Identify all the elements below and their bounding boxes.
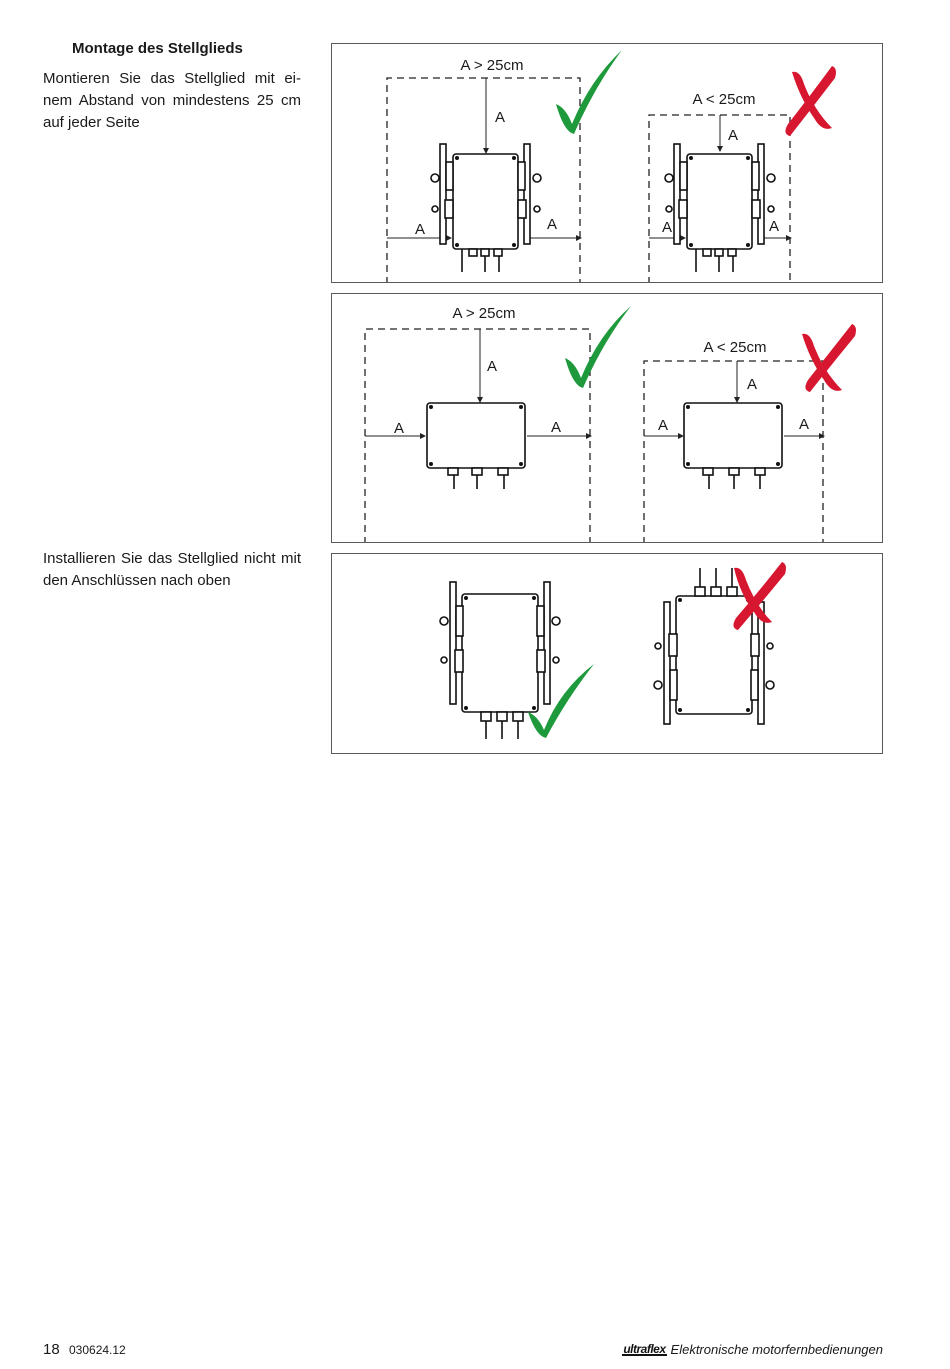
diagram-horizontal-spacing: A > 25cm A A A A < 25cm A (364, 305, 856, 542)
actuator-horizontal-ok (426, 402, 526, 489)
actuator-horizontal-bad (683, 402, 783, 489)
cross-icon (802, 324, 856, 392)
diagram-vertical-spacing: A > 25cm A A A (386, 50, 836, 282)
brand-logo: ultraflex (622, 1341, 667, 1356)
check-icon (556, 50, 622, 134)
label-a-right-bad-h: A (799, 416, 809, 433)
clearance-frame-bad (648, 114, 791, 282)
label-a-left-bad: A (662, 219, 672, 236)
label-a-top-bad: A (728, 127, 738, 144)
brand-tagline: Elektronische motorfernbedienungen (670, 1342, 883, 1357)
actuator-vertical-bad (664, 143, 776, 272)
cross-icon (785, 66, 836, 136)
cross-icon (733, 562, 786, 630)
label-a-top: A (495, 109, 505, 126)
label-a-right-bad: A (769, 218, 779, 235)
actuator-vertical-ok (430, 143, 542, 272)
section-heading: Montage des Stellglieds (72, 40, 243, 57)
instruction-spacing: Montieren Sie das Stellglied mit ei-nem … (43, 70, 301, 131)
check-icon (528, 664, 594, 738)
label-a-right-h: A (551, 419, 561, 436)
label-bad: A < 25cm (693, 91, 756, 108)
label-a-left-h: A (394, 420, 404, 437)
diagram-panel-vertical-spacing: A > 25cm A A A (331, 43, 883, 283)
actuator-wrong-orientation (653, 568, 775, 725)
clearance-frame-ok (386, 77, 581, 282)
footer-brand: ultraflex Elektronische motorfernbedienu… (622, 1342, 883, 1357)
label-bad-h: A < 25cm (704, 339, 767, 356)
check-icon (565, 306, 631, 388)
clearance-frame-ok-h (364, 328, 591, 542)
label-ok-h: A > 25cm (453, 305, 516, 322)
label-a-left: A (415, 221, 425, 238)
label-ok: A > 25cm (461, 57, 524, 74)
instruction-orientation: Installieren Sie das Stellglied nicht mi… (43, 550, 301, 589)
label-a-left-bad-h: A (658, 417, 668, 434)
diagram-panel-orientation (331, 553, 883, 754)
page-number: 18 (43, 1341, 60, 1358)
label-a-top-h: A (487, 358, 497, 375)
diagram-orientation (439, 562, 786, 739)
label-a-right: A (547, 216, 557, 233)
diagram-panel-horizontal-spacing: A > 25cm A A A A < 25cm A (331, 293, 883, 543)
label-a-top-bad-h: A (747, 376, 757, 393)
document-code: 030624.12 (69, 1343, 126, 1357)
actuator-correct-orientation (439, 581, 561, 739)
